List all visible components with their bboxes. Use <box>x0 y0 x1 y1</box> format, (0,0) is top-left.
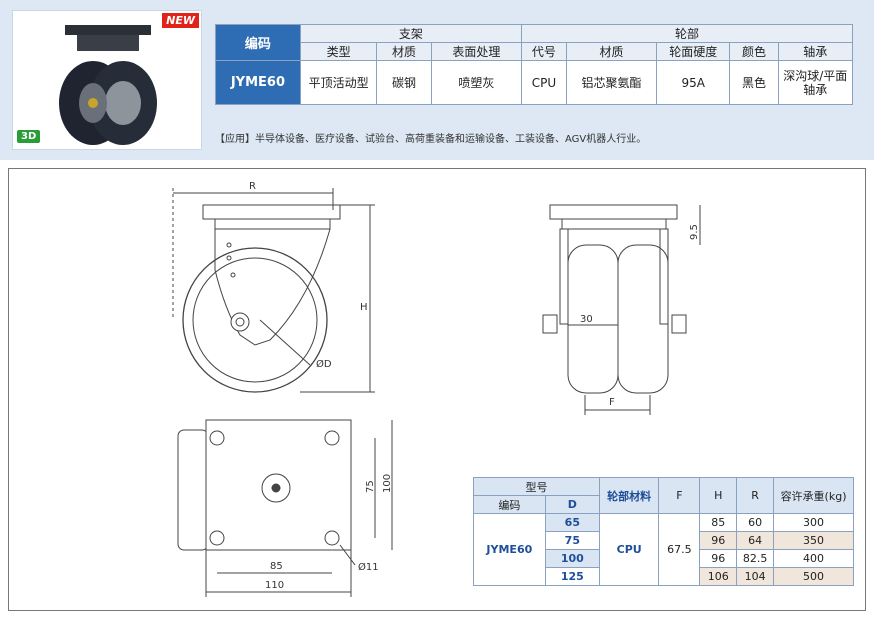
h-cell: 106 <box>699 567 738 586</box>
d-cell: 125 <box>544 567 600 586</box>
header-code: 编码 <box>473 495 546 514</box>
product-photo: NEW 3D <box>12 10 202 150</box>
r-cell: 60 <box>736 513 775 532</box>
dimension-table: 型号 轮部材料 F H R 容许承重(kg) 编码 D JYME60 65 CP… <box>473 477 854 586</box>
header-D: D <box>544 495 600 514</box>
col-material: 材质 <box>376 42 432 61</box>
caster-image <box>59 25 157 145</box>
bracket-header: 支架 <box>299 24 522 43</box>
dim-R: R <box>249 181 256 192</box>
dim-85: 85 <box>270 561 283 572</box>
col-hardness: 轮面硬度 <box>656 42 731 61</box>
h-cell: 85 <box>699 513 738 532</box>
bearing-value: 深沟球/平面轴承 <box>777 60 854 105</box>
application-note: 【应用】半导体设备、医疗设备、试验台、高荷重装备和运输设备、工装设备、AGV机器… <box>215 134 647 145</box>
dim-F: F <box>609 397 615 408</box>
type-value: 平顶活动型 <box>299 60 378 105</box>
load-cell: 500 <box>773 567 854 586</box>
dim-9.5: 9.5 <box>689 224 700 240</box>
new-badge: NEW <box>162 13 199 28</box>
r-cell: 82.5 <box>736 549 775 568</box>
f-cell: 67.5 <box>658 513 701 586</box>
hardness-value: 95A <box>656 60 731 105</box>
header-load: 容许承重(kg) <box>773 477 854 514</box>
dim-D: ØD <box>316 358 332 370</box>
h-cell: 96 <box>699 549 738 568</box>
material-value: 碳钢 <box>376 60 432 105</box>
spec-table: 编码 支架 轮部 类型 材质 表面处理 代号 材质 轮面硬度 颜色 轴承 JYM… <box>215 24 854 105</box>
code-value: JYME60 <box>215 60 301 105</box>
wheel-cell: CPU <box>598 513 660 586</box>
dim-H: H <box>360 302 368 313</box>
r-cell: 64 <box>736 531 775 550</box>
dim-100: 100 <box>382 474 393 493</box>
3d-badge[interactable]: 3D <box>17 130 41 143</box>
code-cell: JYME60 <box>473 513 546 586</box>
dim-75: 75 <box>365 480 376 493</box>
h-cell: 96 <box>699 531 738 550</box>
col-wheel-code: 代号 <box>520 42 567 61</box>
dim-30: 30 <box>580 314 593 325</box>
col-bearing: 轴承 <box>777 42 854 61</box>
header-F: F <box>658 477 701 514</box>
load-cell: 400 <box>773 549 854 568</box>
header-wheel: 轮部材料 <box>598 477 660 514</box>
dim-110: 110 <box>265 580 284 591</box>
side-view <box>172 188 375 393</box>
load-cell: 300 <box>773 513 854 532</box>
d-cell: 100 <box>544 549 600 568</box>
dim-hole: Ø11 <box>358 561 379 573</box>
r-cell: 104 <box>736 567 775 586</box>
header-model: 型号 <box>473 477 600 496</box>
code-header: 编码 <box>215 24 301 61</box>
d-cell: 75 <box>544 531 600 550</box>
d-cell: 65 <box>544 513 600 532</box>
surface-value: 喷塑灰 <box>430 60 522 105</box>
front-view <box>542 204 701 415</box>
col-color: 颜色 <box>729 42 779 61</box>
wheel-code-value: CPU <box>520 60 567 105</box>
wheel-material-value: 铝芯聚氨酯 <box>565 60 658 105</box>
header-R: R <box>736 477 775 514</box>
load-cell: 350 <box>773 531 854 550</box>
color-value: 黑色 <box>729 60 779 105</box>
top-view <box>177 419 393 597</box>
header-H: H <box>699 477 738 514</box>
